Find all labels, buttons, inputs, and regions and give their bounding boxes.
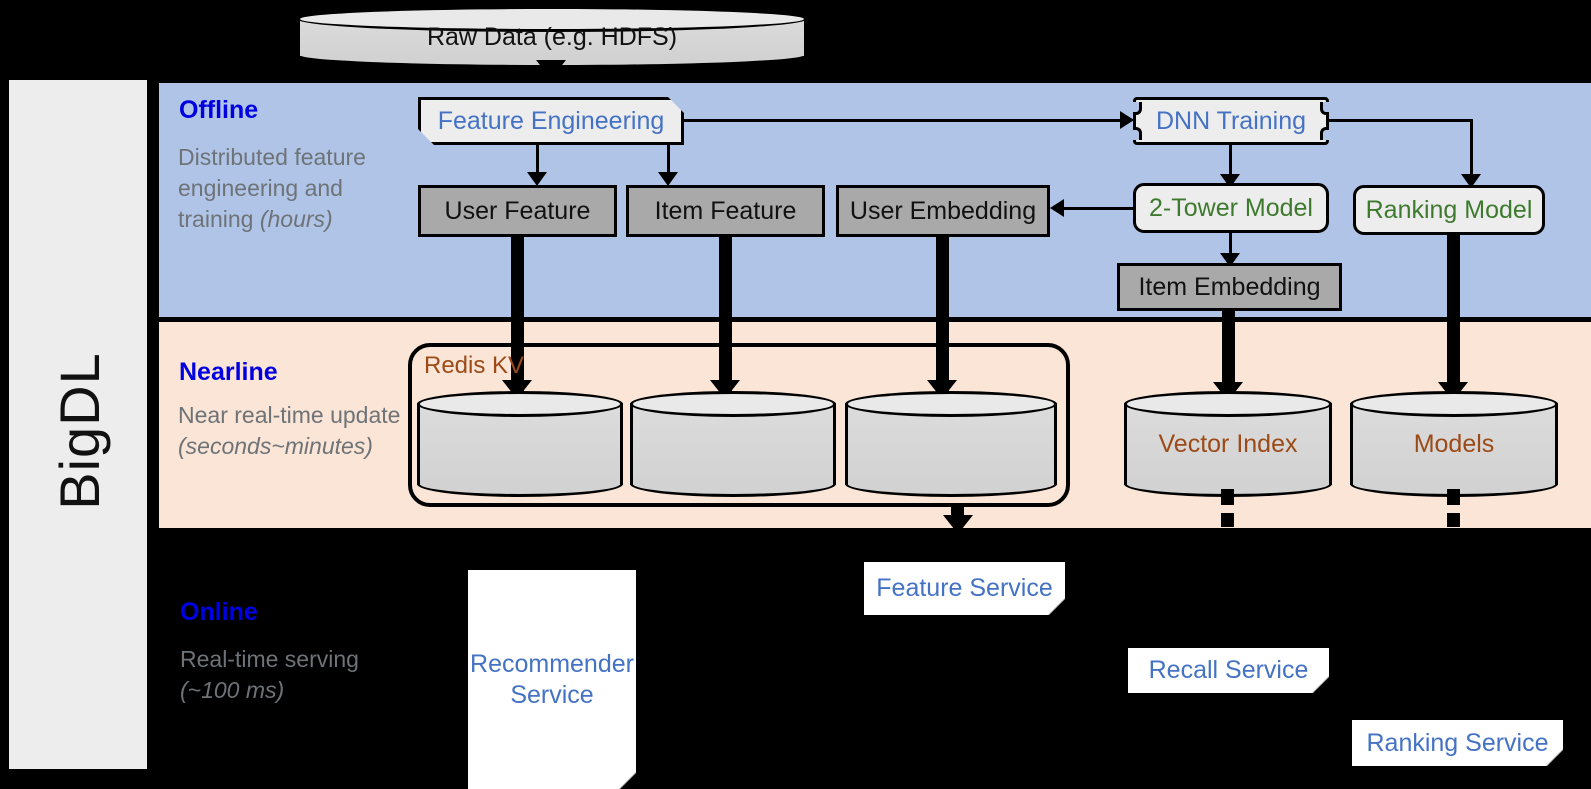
- recommender-service-line1: Recommender: [470, 649, 634, 678]
- dnn-notch-br: [1320, 127, 1329, 140]
- offline-subtitle: Distributed feature engineering and trai…: [178, 142, 388, 235]
- models-cylinder[interactable]: Models: [1350, 391, 1558, 497]
- arrow-rawdata-fe: [536, 60, 566, 79]
- pipe-itemfeature-redis: [719, 237, 732, 392]
- raw-data-cylinder: Raw Data (e.g. HDFS): [297, 6, 807, 68]
- pipe-models-ranking-seg2: [1447, 513, 1460, 527]
- cylinder-top: [630, 391, 836, 417]
- pipe-itemembedding-vectorindex: [1222, 311, 1235, 396]
- offline-subtitle-em: (hours): [259, 206, 333, 232]
- pipe-vectorindex-recall-seg1: [1221, 489, 1234, 505]
- node-feature-service[interactable]: Feature Service: [864, 562, 1065, 615]
- node-2-tower-model[interactable]: 2-Tower Model: [1133, 183, 1329, 233]
- nearline-title: Nearline: [179, 358, 278, 386]
- node-2-tower-model-label: 2-Tower Model: [1149, 193, 1313, 222]
- nearline-subtitle-text: Near real-time update: [178, 402, 401, 428]
- redis-store-2-label: [630, 391, 836, 497]
- node-dnn-training[interactable]: DNN Training: [1133, 97, 1329, 145]
- node-recall-service[interactable]: Recall Service: [1128, 648, 1329, 693]
- vector-index-cylinder[interactable]: Vector Index: [1124, 391, 1332, 497]
- vector-index-label: Vector Index: [1158, 429, 1298, 458]
- online-subtitle-em: (~100 ms): [180, 677, 285, 703]
- feature-service-label: Feature Service: [876, 574, 1053, 602]
- online-subtitle-text: Real-time serving: [180, 646, 359, 672]
- node-item-embedding-label: Item Embedding: [1138, 272, 1321, 301]
- pipe-userfeature-redis: [511, 237, 524, 392]
- dnn-notch-tl: [1133, 102, 1142, 115]
- bigdl-label: BigDL: [47, 352, 111, 510]
- offline-title: Offline: [179, 96, 259, 124]
- pipe-userembedding-redis: [936, 237, 949, 392]
- models-label: Models: [1413, 429, 1495, 458]
- pipe-rankingmodel-models: [1447, 235, 1460, 396]
- arrow-redis-featureservice: [943, 515, 973, 534]
- node-user-feature[interactable]: User Feature: [418, 185, 617, 237]
- offline-subtitle-text: Distributed feature engineering and trai…: [178, 144, 366, 232]
- redis-store-3-label: [845, 391, 1057, 497]
- node-feature-engineering[interactable]: Feature Engineering: [418, 97, 684, 145]
- connector-2tower-itemembedding: [1229, 233, 1232, 261]
- connector-fe-dnn: [684, 119, 1122, 122]
- nearline-subtitle: Near real-time update (seconds~minutes): [178, 400, 423, 462]
- node-ranking-service[interactable]: Ranking Service: [1352, 720, 1563, 766]
- recommender-service-line2: Service: [510, 680, 594, 709]
- redis-kv-label: Redis KV: [424, 352, 525, 379]
- cylinder-top: [297, 6, 807, 32]
- node-item-feature-label: Item Feature: [654, 196, 797, 225]
- pipe-vectorindex-recall-seg2: [1221, 513, 1234, 527]
- online-title: Online: [180, 598, 258, 626]
- redis-store-1-label: [417, 391, 623, 497]
- dnn-notch-bl: [1133, 127, 1142, 140]
- connector-dnn-2tower: [1229, 145, 1232, 180]
- connector-dnn-ranking-v: [1470, 119, 1473, 180]
- arrow-fe-dnn: [1120, 111, 1134, 129]
- connector-dnn-ranking-h: [1329, 119, 1473, 122]
- cylinder-top: [417, 391, 623, 417]
- pipe-models-ranking-seg1: [1447, 489, 1460, 505]
- connector-fe-itemfeature: [667, 145, 670, 177]
- node-recommender-service[interactable]: Recommender Service: [468, 570, 636, 789]
- node-ranking-model-label: Ranking Model: [1365, 195, 1533, 224]
- redis-store-3[interactable]: [845, 391, 1057, 497]
- redis-store-2[interactable]: [630, 391, 836, 497]
- nearline-subtitle-em: (seconds~minutes): [178, 433, 373, 459]
- arrow-2tower-userembedding: [1050, 199, 1064, 217]
- node-user-feature-label: User Feature: [444, 196, 591, 225]
- arrow-fe-itemfeature: [658, 172, 678, 186]
- recall-service-label: Recall Service: [1148, 656, 1309, 684]
- cylinder-body: [845, 403, 1057, 485]
- cylinder-top: [1350, 391, 1558, 417]
- node-ranking-model[interactable]: Ranking Model: [1353, 185, 1545, 235]
- connector-fe-userfeature: [536, 145, 539, 177]
- cylinder-top: [845, 391, 1057, 417]
- node-feature-engineering-label: Feature Engineering: [437, 106, 665, 135]
- node-user-embedding[interactable]: User Embedding: [836, 185, 1050, 237]
- node-dnn-training-label: DNN Training: [1155, 106, 1307, 135]
- node-item-embedding[interactable]: Item Embedding: [1117, 263, 1342, 311]
- bigdl-rail: BigDL: [5, 76, 151, 773]
- dnn-notch-tr: [1320, 102, 1329, 115]
- node-item-feature[interactable]: Item Feature: [626, 185, 825, 237]
- redis-kv-group: [408, 343, 1070, 507]
- node-user-embedding-label: User Embedding: [849, 196, 1037, 225]
- arrow-dnn-ranking: [1461, 174, 1481, 188]
- raw-data-label: Raw Data (e.g. HDFS): [426, 22, 678, 51]
- online-subtitle: Real-time serving (~100 ms): [180, 644, 410, 706]
- arrow-fe-userfeature: [527, 172, 547, 186]
- connector-2tower-userembedding: [1064, 207, 1133, 210]
- ranking-service-label: Ranking Service: [1366, 728, 1549, 757]
- redis-store-1[interactable]: [417, 391, 623, 497]
- cylinder-top: [1124, 391, 1332, 417]
